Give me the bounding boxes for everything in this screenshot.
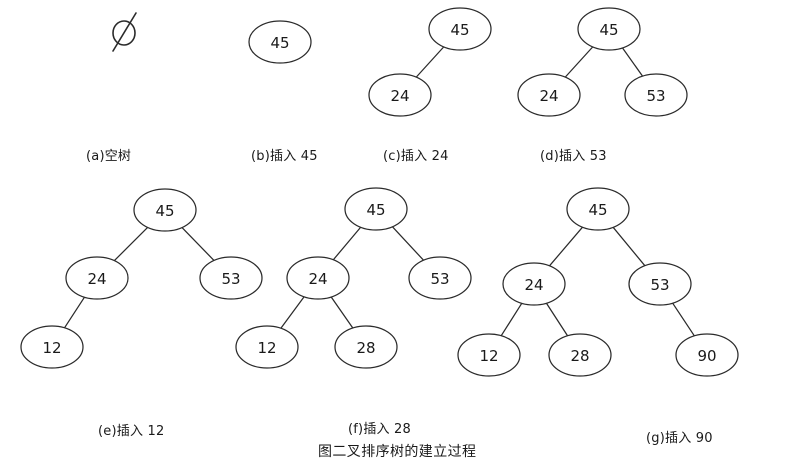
tree-edge: [415, 46, 445, 78]
node-value-label: 12: [479, 347, 498, 365]
node-ellipse: [248, 20, 312, 64]
tree-edge: [500, 302, 523, 337]
node-value-label: 24: [539, 87, 558, 105]
panel-caption-f: (f)插入 28: [348, 422, 411, 437]
node-value-label: 24: [308, 270, 327, 288]
node-value-label: 45: [366, 201, 385, 219]
node-value-label: 45: [155, 202, 174, 220]
node-ellipse: [199, 256, 263, 300]
node-value-label: 24: [87, 270, 106, 288]
tree-edge: [621, 47, 644, 77]
tree-node: 45: [577, 7, 641, 51]
tree-panel-g: 45 24 53 12 28 90: [457, 187, 739, 377]
tree-node: 45: [566, 187, 630, 231]
panel-caption-d: (d)插入 53: [540, 149, 607, 164]
node-ellipse: [344, 187, 408, 231]
node-ellipse: [628, 262, 692, 306]
node-ellipse: [675, 333, 739, 377]
tree-node: 53: [199, 256, 263, 300]
tree-node: 28: [334, 325, 398, 369]
tree-edge: [548, 226, 584, 267]
node-ellipse: [624, 73, 688, 117]
node-value-label: 45: [450, 21, 469, 39]
node-ellipse: [457, 333, 521, 377]
node-ellipse: [334, 325, 398, 369]
tree-panel-e: 45 24 53 12: [20, 188, 263, 369]
tree-edge: [391, 226, 425, 261]
panel-caption-b: (b)插入 45: [251, 149, 318, 164]
tree-node: 53: [624, 73, 688, 117]
node-value-label: 45: [588, 201, 607, 219]
tree-node: 12: [457, 333, 521, 377]
node-value-label: 53: [650, 276, 669, 294]
tree-panel-b: 45: [248, 20, 312, 64]
tree-edge: [63, 296, 86, 329]
node-ellipse: [408, 256, 472, 300]
node-ellipse: [235, 325, 299, 369]
node-ellipse: [20, 325, 84, 369]
node-ellipse: [368, 73, 432, 117]
node-ellipse: [133, 188, 197, 232]
node-ellipse: [428, 7, 492, 51]
panel-caption-e: (e)插入 12: [98, 424, 165, 439]
tree-panel-f: 45 24 53 12 28: [235, 187, 472, 369]
tree-node: 28: [548, 333, 612, 377]
node-value-label: 12: [257, 339, 276, 357]
tree-edge: [545, 302, 569, 337]
node-value-label: 12: [42, 339, 61, 357]
tree-node: 24: [368, 73, 432, 117]
node-ellipse: [65, 256, 129, 300]
figure-title: 图二叉排序树的建立过程: [318, 444, 477, 460]
panel-caption-a: (a)空树: [86, 149, 132, 164]
tree-panel-a: [112, 12, 137, 52]
tree-panel-d: 45 24 53: [517, 7, 688, 117]
node-value-label: 53: [221, 270, 240, 288]
node-value-label: 90: [697, 347, 716, 365]
node-ellipse: [517, 73, 581, 117]
tree-node: 45: [428, 7, 492, 51]
node-value-label: 24: [524, 276, 543, 294]
tree-node: 24: [65, 256, 129, 300]
node-ellipse: [286, 256, 350, 300]
tree-node: 24: [286, 256, 350, 300]
tree-node: 45: [248, 20, 312, 64]
node-value-label: 28: [356, 339, 375, 357]
node-value-label: 45: [270, 34, 289, 52]
tree-panel-c: 45 24: [368, 7, 492, 117]
tree-edge: [332, 226, 362, 261]
tree-shapes-layer: 45 45 24 45 24 53 45 24 53 12 45 24 53 12 28 45 24 53 12 28…: [20, 7, 739, 377]
panel-caption-c: (c)插入 24: [383, 149, 449, 164]
tree-node: 53: [408, 256, 472, 300]
node-value-label: 28: [570, 347, 589, 365]
panel-caption-g: (g)插入 90: [646, 431, 713, 446]
tree-edge: [280, 296, 305, 329]
tree-edge: [113, 226, 149, 262]
node-ellipse: [548, 333, 612, 377]
tree-node: 90: [675, 333, 739, 377]
node-value-label: 24: [390, 87, 409, 105]
tree-node: 53: [628, 262, 692, 306]
tree-edge: [181, 226, 215, 262]
tree-edge: [672, 302, 695, 337]
node-ellipse: [566, 187, 630, 231]
tree-edge: [612, 226, 646, 267]
tree-node: 24: [502, 262, 566, 306]
node-value-label: 45: [599, 21, 618, 39]
tree-node: 24: [517, 73, 581, 117]
empty-set-symbol: [112, 12, 137, 52]
node-ellipse: [502, 262, 566, 306]
node-ellipse: [577, 7, 641, 51]
node-value-label: 53: [430, 270, 449, 288]
tree-node: 12: [235, 325, 299, 369]
node-value-label: 53: [646, 87, 665, 105]
tree-node: 45: [133, 188, 197, 232]
tree-node: 12: [20, 325, 84, 369]
tree-edge: [330, 296, 354, 329]
tree-edge: [564, 46, 594, 78]
tree-node: 45: [344, 187, 408, 231]
